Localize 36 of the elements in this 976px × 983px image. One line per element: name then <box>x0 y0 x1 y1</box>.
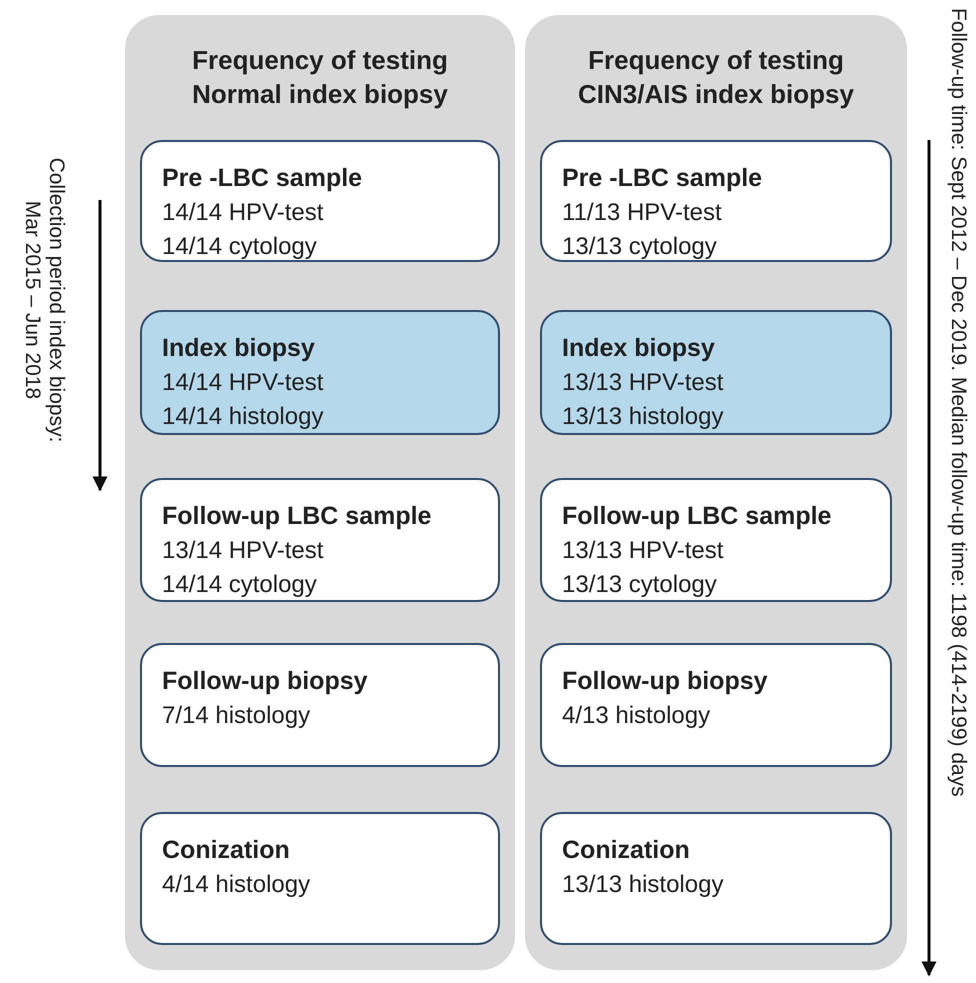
panel-heading: Frequency of testing Normal index biopsy <box>191 44 449 111</box>
step-box <box>140 478 500 602</box>
step-counts: 13/14 HPV-test 14/14 cytology <box>162 536 324 600</box>
step-heading: Follow-up biopsy <box>562 666 769 697</box>
step-heading: Conization <box>562 835 691 866</box>
step-box <box>140 812 500 945</box>
axis-note: Follow-up time: Sept 2012 – Dec 2019. Median follow-up time: 1198 (414-2199) days <box>946 8 970 797</box>
step-box <box>540 140 892 262</box>
panel-background <box>125 15 515 970</box>
panel-heading: Frequency of testing CIN3/AIS index biopsy <box>577 44 855 111</box>
step-box <box>140 310 500 435</box>
step-heading: Index biopsy <box>562 333 716 364</box>
step-box <box>540 478 892 602</box>
step-heading: Conization <box>162 835 291 866</box>
step-box <box>140 643 500 767</box>
step-heading: Pre -LBC sample <box>162 163 364 194</box>
step-counts: 7/14 histology <box>162 701 312 731</box>
axis-note: Collection period index biopsy: Mar 2015 – Jun 2018 <box>20 156 68 444</box>
step-heading: Index biopsy <box>162 333 316 364</box>
step-counts: 13/13 HPV-test 13/13 histology <box>562 368 724 432</box>
step-counts: 4/14 histology <box>162 870 312 900</box>
step-counts: 14/14 HPV-test 14/14 cytology <box>162 198 324 262</box>
step-counts: 11/13 HPV-test 13/13 cytology <box>562 198 723 262</box>
step-box <box>540 643 892 767</box>
step-box <box>540 812 892 945</box>
step-counts: 13/13 histology <box>562 870 724 900</box>
step-counts: 13/13 HPV-test 13/13 cytology <box>562 536 724 600</box>
step-counts: 14/14 HPV-test 14/14 histology <box>162 368 324 432</box>
step-heading: Follow-up LBC sample <box>162 501 432 532</box>
step-box <box>540 310 892 435</box>
step-heading: Follow-up LBC sample <box>562 501 832 532</box>
step-box <box>140 140 500 262</box>
panel-background <box>525 15 907 970</box>
step-heading: Follow-up biopsy <box>162 666 369 697</box>
step-heading: Pre -LBC sample <box>562 163 764 194</box>
step-counts: 4/13 histology <box>562 701 712 731</box>
